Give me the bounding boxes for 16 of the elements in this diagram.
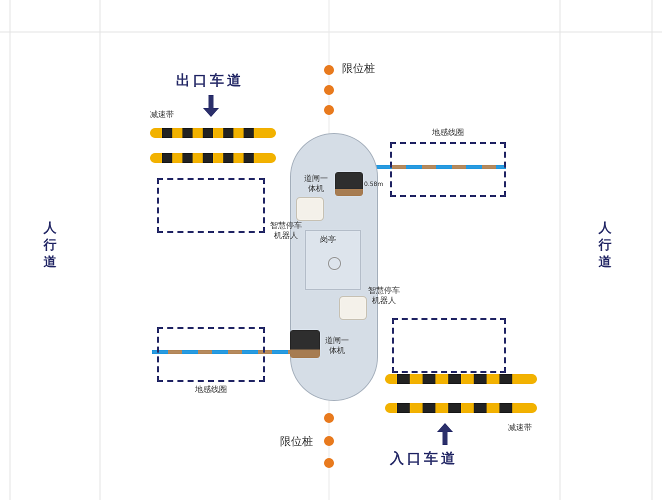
machine-label: 道闸一体机 bbox=[303, 174, 329, 194]
lane-label: 入口车道 bbox=[390, 450, 458, 468]
bollard-label: 限位桩 bbox=[280, 437, 313, 447]
bollard-label: 限位桩 bbox=[342, 64, 375, 74]
robot-label: 智慧停车机器人 bbox=[367, 286, 401, 306]
machine-label: 道闸一体机 bbox=[324, 336, 350, 356]
booth-label: 岗亭 bbox=[320, 235, 336, 245]
loop-label: 地感线圈 bbox=[431, 128, 465, 138]
sidewalk-label: 人行道 bbox=[42, 220, 58, 271]
speed-bump-label: 减速带 bbox=[150, 110, 174, 120]
robot-label: 智慧停车机器人 bbox=[269, 221, 303, 241]
speed-bump-label: 减速带 bbox=[508, 423, 532, 433]
sidewalk-label: 人行道 bbox=[597, 220, 612, 271]
booth-box bbox=[305, 230, 361, 290]
lane-label: 出口车道 bbox=[176, 72, 244, 90]
loop-label: 地感线圈 bbox=[194, 385, 228, 395]
